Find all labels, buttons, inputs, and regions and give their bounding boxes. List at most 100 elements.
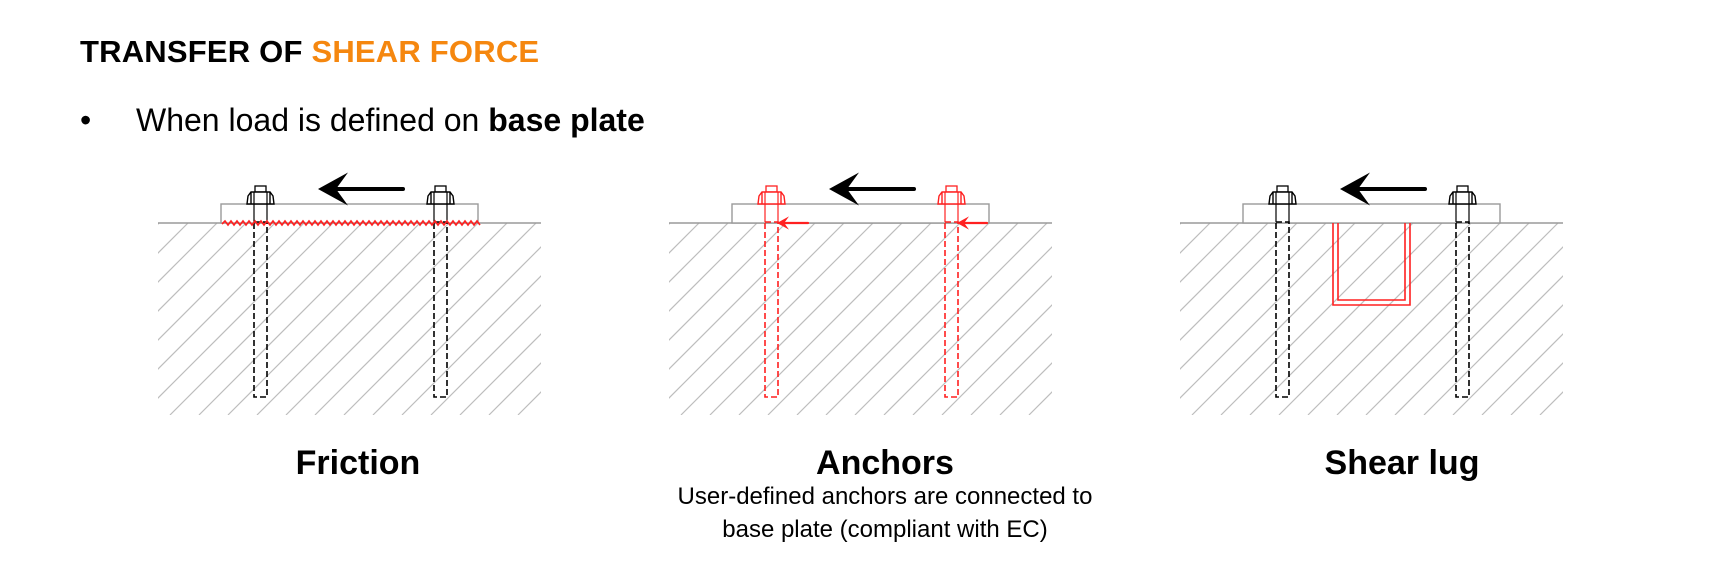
anchor-rod: [1455, 221, 1470, 398]
base-plate: [1242, 203, 1501, 224]
hatch-line: [738, 223, 932, 415]
hatch-line: [1336, 223, 1530, 415]
label-anchors: Anchors: [816, 444, 954, 482]
title-accent: SHEAR FORCE: [311, 34, 540, 69]
hatch-line: [401, 275, 541, 415]
hatch-line: [796, 223, 990, 415]
hatch-line: [1180, 223, 1327, 370]
hatch-line: [912, 275, 1052, 415]
shear-force-arrow-head: [318, 172, 348, 206]
hatch-line: [709, 223, 903, 415]
hatch-line: [1307, 223, 1501, 415]
hatch-line: [669, 223, 729, 283]
friction-interface: [221, 219, 481, 227]
concrete-hatch: [669, 223, 1052, 415]
nut: [757, 191, 786, 205]
anchor-force-arrow-head: [777, 216, 789, 230]
shear-lug: [1332, 223, 1411, 306]
hatch-line: [1180, 223, 1298, 341]
hatch-line: [999, 362, 1052, 415]
hatch-line: [343, 223, 537, 415]
hatch-line: [669, 223, 787, 341]
hatch-line: [825, 223, 1019, 415]
hatch-line: [198, 223, 392, 415]
hatch-line: [669, 223, 845, 399]
hatch-line: [1220, 223, 1414, 415]
nut: [1268, 191, 1297, 205]
hatch-line: [1539, 391, 1563, 415]
hatch-line: [314, 223, 508, 415]
washer-top: [1456, 185, 1469, 193]
hatch-line: [1365, 223, 1559, 415]
concrete-hatch: [0, 223, 541, 415]
hatch-line: [1569, 223, 1716, 415]
hatch-line: [970, 333, 1052, 415]
hatch-line: [1510, 362, 1563, 415]
diagram-shear-lug: [1180, 172, 1716, 415]
caption-line-1: User-defined anchors are connected to: [677, 483, 1093, 510]
hatch-line: [767, 223, 961, 415]
bullet-bold-text: base plate: [488, 102, 645, 138]
washer-top: [765, 185, 778, 193]
hatch-line: [1598, 223, 1716, 415]
hatch-line: [1249, 223, 1443, 415]
anchor-rod: [433, 221, 448, 398]
hatch-line: [158, 223, 247, 312]
concrete-hatch: [1180, 223, 1716, 415]
hatch-line: [459, 333, 541, 415]
anchor-rod: [944, 221, 959, 398]
hatch-line: [669, 223, 816, 370]
label-friction: Friction: [295, 444, 421, 482]
base-plate: [731, 203, 990, 224]
washer-top: [945, 185, 958, 193]
nut: [426, 191, 455, 205]
hatch-line: [1191, 223, 1385, 415]
hatch-line: [680, 223, 874, 415]
bullet-point: • When load is defined on base plate: [80, 102, 645, 139]
hatch-line: [158, 223, 334, 399]
hatch-line: [169, 223, 363, 415]
hatch-line: [372, 246, 541, 415]
hatch-line: [1423, 275, 1563, 415]
hatch-line: [941, 304, 1052, 415]
hatch-line: [669, 223, 758, 312]
hatch-line: [158, 223, 305, 370]
washer-top: [434, 185, 447, 193]
anchor-rod: [1275, 221, 1290, 398]
hatch-line: [227, 223, 421, 415]
hatch-line: [1180, 223, 1269, 312]
anchor-rod: [253, 221, 268, 398]
hatch-line: [854, 223, 1048, 415]
hatch-line: [158, 223, 276, 341]
hatch-line: [158, 223, 189, 254]
hatch-line: [1180, 223, 1240, 283]
shear-force-arrow-head: [1340, 172, 1370, 206]
nut: [1448, 191, 1477, 205]
hatch-line: [0, 223, 130, 415]
hatch-line: [1452, 304, 1563, 415]
diagram-anchors: [669, 172, 1052, 415]
shear-force-arrow-head: [829, 172, 859, 206]
bullet-text: When load is defined on: [136, 102, 489, 138]
base-plate: [220, 203, 479, 224]
hatch-line: [1481, 333, 1563, 415]
hatch-line: [285, 223, 479, 415]
hatch-line: [488, 362, 541, 415]
hatch-line: [883, 246, 1052, 415]
anchors-caption: User-defined anchors are connected to bas…: [605, 480, 1165, 546]
anchor-rod: [764, 221, 779, 398]
hatch-line: [256, 223, 450, 415]
title-prefix: TRANSFER OF: [80, 34, 312, 69]
diagram-friction: [0, 172, 541, 415]
hatch-line: [158, 223, 218, 283]
nut: [246, 191, 275, 205]
caption-line-2: base plate (compliant with EC): [722, 516, 1048, 543]
hatch-line: [1278, 223, 1472, 415]
slide-title: TRANSFER OF SHEAR FORCE: [80, 34, 539, 70]
anchor-force-arrow-head: [957, 216, 969, 230]
hatch-line: [1180, 223, 1356, 399]
bullet-icon: •: [80, 102, 92, 138]
washer-top: [1276, 185, 1289, 193]
nut: [937, 191, 966, 205]
